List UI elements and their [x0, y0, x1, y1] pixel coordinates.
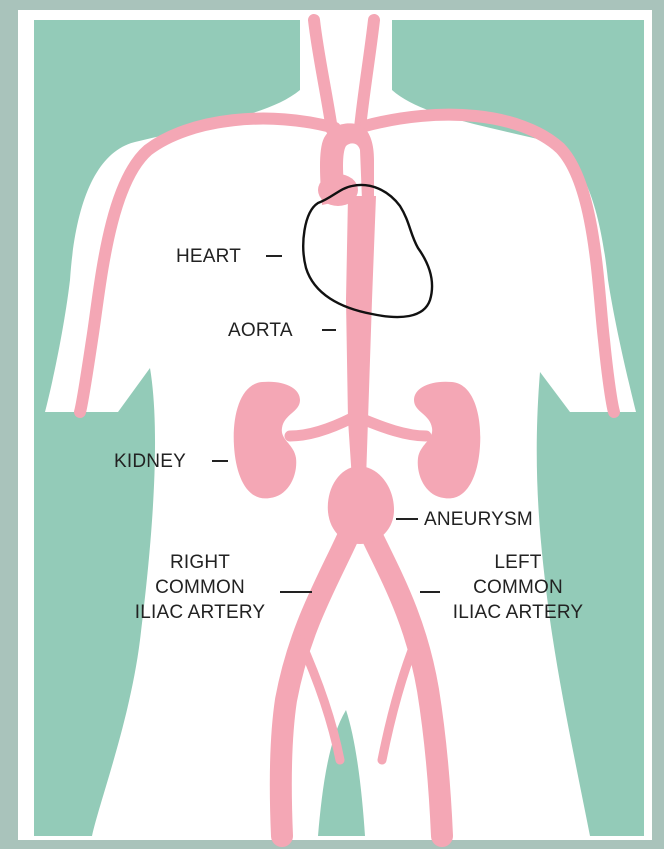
label-left-common-iliac-artery: LEFT COMMON ILIAC ARTERY [428, 552, 608, 623]
label-aneurysm: ANEURYSM [424, 509, 533, 530]
label-aorta: AORTA [228, 320, 293, 341]
label-heart: HEART [176, 246, 241, 267]
left-iliac-line-2: COMMON [428, 577, 608, 598]
label-right-common-iliac-artery: RIGHT COMMON ILIAC ARTERY [110, 552, 290, 623]
left-iliac-line-3: ILIAC ARTERY [428, 602, 608, 623]
left-iliac-line-1: LEFT [428, 552, 608, 573]
right-iliac-line-3: ILIAC ARTERY [110, 602, 290, 623]
label-kidney: KIDNEY [114, 451, 186, 472]
right-iliac-line-1: RIGHT [110, 552, 290, 573]
right-iliac-line-2: COMMON [110, 577, 290, 598]
